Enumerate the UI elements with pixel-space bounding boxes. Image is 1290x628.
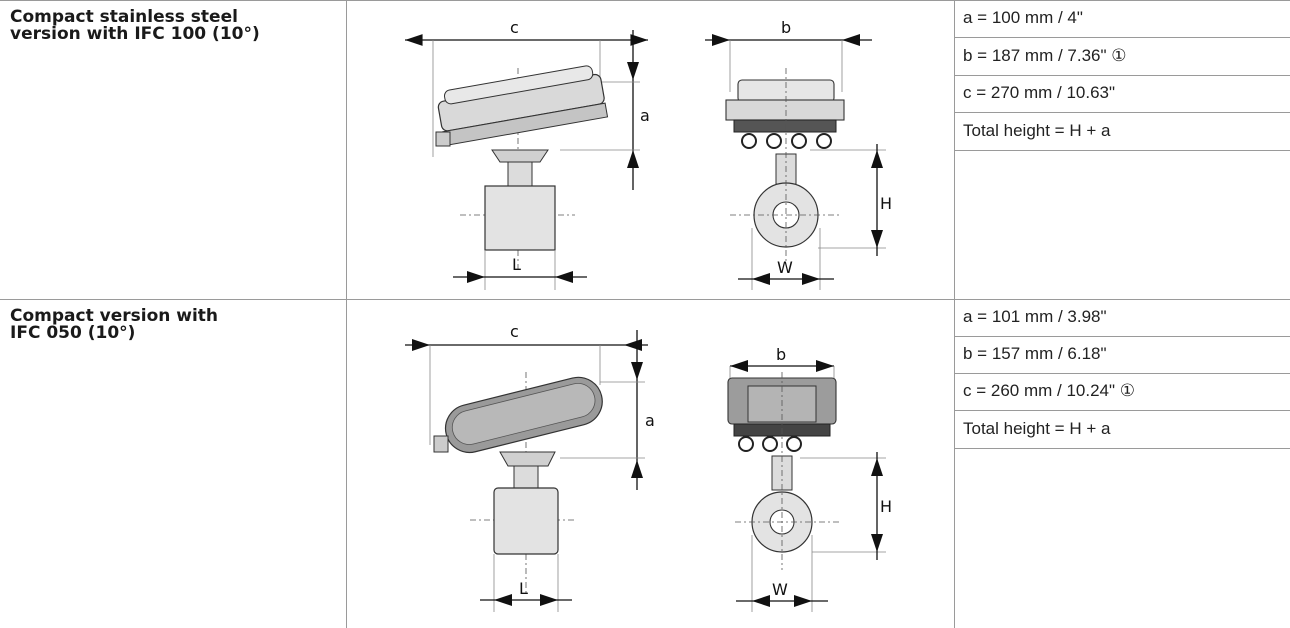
spec-divider (955, 410, 1290, 411)
dim-a-label: a (640, 106, 650, 125)
row-1-title: Compact stainless steel version with IFC… (10, 9, 260, 43)
spec-divider (955, 37, 1290, 38)
table-column-divider-left (346, 0, 347, 628)
dim-L-label: L (519, 579, 528, 598)
table-row-divider (0, 299, 1290, 300)
dim-c-label: c (510, 18, 519, 37)
spec-divider (955, 336, 1290, 337)
spec-total-height: Total height = H + a (963, 419, 1111, 438)
table-column-divider-right (954, 0, 955, 628)
spec-c: c = 270 mm / 10.63" (963, 83, 1116, 102)
dim-W-label: W (777, 258, 793, 277)
spec-c: c = 260 mm / 10.24" ① (963, 381, 1135, 400)
spec-a: a = 101 mm / 3.98" (963, 307, 1107, 326)
dim-c-label: c (510, 322, 519, 341)
row-1-title-line2: version with IFC 100 (10°) (10, 24, 260, 44)
dim-L-label: L (512, 255, 521, 274)
row-2-title-line2: IFC 050 (10°) (10, 323, 136, 343)
dim-a-label: a (645, 411, 655, 430)
spec-b: b = 157 mm / 6.18" (963, 344, 1107, 363)
row-2-front-view-drawing: b H W (727, 345, 892, 612)
row-1-front-view-drawing: b H W (705, 18, 892, 290)
dim-b-label: b (781, 18, 791, 37)
row-2-title-line1: Compact version with (10, 306, 219, 326)
spec-divider (955, 75, 1290, 76)
spec-divider (955, 150, 1290, 151)
dim-H-label: H (880, 497, 892, 516)
dim-H-label: H (880, 194, 892, 213)
dim-b-label: b (776, 345, 786, 364)
spec-total-height: Total height = H + a (963, 121, 1111, 140)
row-2-title: Compact version with IFC 050 (10°) (10, 308, 218, 342)
spec-divider (955, 373, 1290, 374)
dim-W-label: W (772, 580, 788, 599)
spec-divider (955, 112, 1290, 113)
row-1-title-line1: Compact stainless steel (10, 7, 238, 27)
spec-b: b = 187 mm / 7.36" ① (963, 46, 1127, 65)
table-top-border (0, 0, 1290, 1)
spec-a: a = 100 mm / 4" (963, 8, 1083, 27)
row-1-side-view-drawing: c a L (405, 18, 650, 290)
row-2-side-view-drawing: c a L (405, 322, 655, 612)
spec-divider (955, 448, 1290, 449)
